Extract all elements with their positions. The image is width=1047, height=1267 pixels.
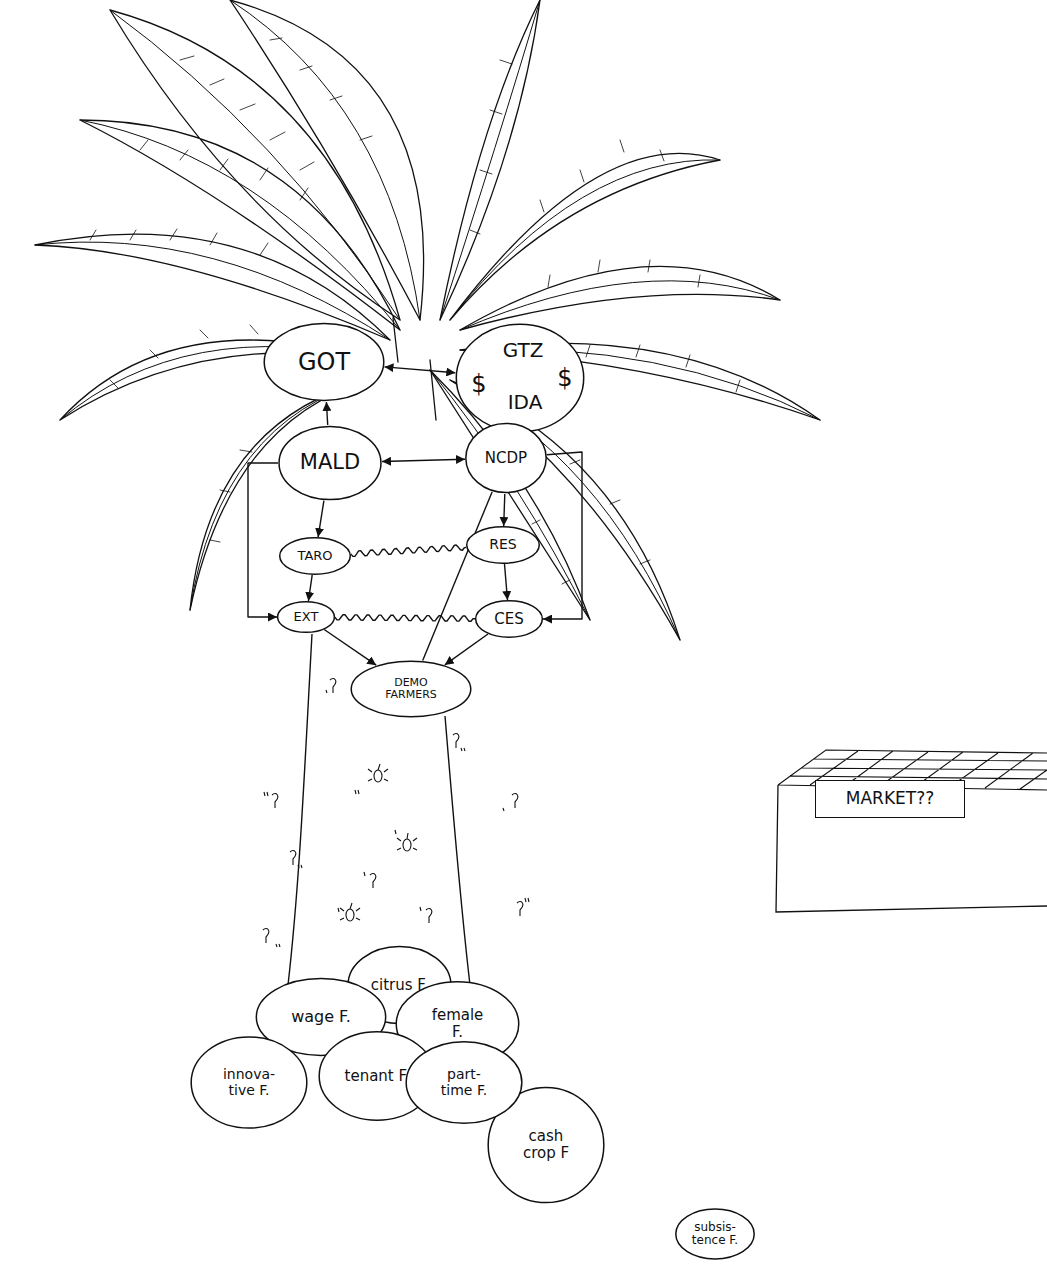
node-text-area: CES — [475, 600, 543, 638]
donor-node: GTZ $ IDA $ — [455, 322, 585, 434]
node-text-area: DEMO FARMERS — [350, 660, 472, 718]
farmer-coconut: innova- tive F. — [190, 1035, 308, 1130]
node-text-area: TARO — [279, 537, 351, 575]
palm-fronds — [35, 0, 820, 640]
node-text-area: EXT — [277, 601, 335, 633]
node-label: tenant F. — [345, 1068, 410, 1085]
node-label: MARKET?? — [846, 789, 934, 808]
node-text-area: GTZ $ IDA $ — [455, 322, 585, 434]
oval-shape — [351, 661, 471, 717]
connector-arrow — [504, 494, 505, 526]
connector-arrow — [423, 492, 492, 661]
frond-hatching — [90, 38, 740, 584]
node-label: NCDP — [485, 450, 527, 467]
node-label: innova- tive F. — [214, 1067, 284, 1098]
node-label: $ — [471, 371, 486, 398]
node-label: wage F. — [291, 1008, 351, 1026]
trunk-insects — [263, 679, 529, 947]
node-label: GTZ — [503, 339, 544, 361]
oval-shape — [279, 427, 381, 500]
demo-farmer-node: DEMO FARMERS — [350, 660, 472, 718]
oval-shape — [406, 1042, 522, 1124]
node-label: MALD — [300, 451, 360, 475]
connector-arrow — [385, 367, 456, 373]
node-label: subsis- tence F. — [687, 1221, 743, 1248]
oval-shape — [467, 527, 540, 563]
node-label: cash crop F — [522, 1128, 570, 1162]
node-label: DEMO FARMERS — [371, 677, 451, 702]
connector-arrow — [543, 452, 582, 619]
connector-arrow — [308, 575, 312, 601]
crawling-marks — [263, 679, 529, 947]
connector-arrow — [382, 459, 465, 461]
node-text-area: MARKET?? — [816, 781, 964, 817]
frond-midribs — [35, 0, 820, 640]
oval-shape — [191, 1037, 307, 1128]
institution-node: GOT — [263, 322, 385, 402]
node-text-area: MALD — [278, 425, 382, 501]
extension-node: EXT — [277, 601, 335, 633]
connector-arrow — [248, 463, 278, 617]
oval-shape — [466, 423, 546, 492]
node-text-area: subsis- tence F. — [675, 1208, 755, 1260]
frond-outlines — [35, 0, 820, 640]
node-label: CES — [494, 611, 523, 628]
node-text-area: GOT — [263, 322, 385, 402]
oval-shape — [676, 1209, 754, 1259]
oval-shape — [488, 1087, 604, 1202]
program-node: NCDP — [465, 422, 547, 494]
node-label: TARO — [297, 549, 332, 564]
connector-arrow — [505, 564, 508, 600]
oval-shape — [476, 601, 543, 637]
oval-shape — [264, 324, 384, 401]
oval-shape — [278, 602, 335, 633]
connector-arrow — [445, 634, 488, 665]
beetles — [340, 764, 417, 921]
extension-node: CES — [475, 600, 543, 638]
research-node: RES — [466, 526, 540, 564]
oval-shape — [280, 538, 351, 574]
research-node: TARO — [279, 537, 351, 575]
node-text-area: RES — [466, 526, 540, 564]
connector-arrow — [318, 501, 324, 537]
node-label: female F. — [427, 1007, 489, 1041]
farmer-coconut: subsis- tence F. — [675, 1208, 755, 1260]
node-label: GOT — [298, 349, 350, 376]
farmer-coconut: part- time F. — [405, 1040, 523, 1125]
ministry-node: MALD — [278, 425, 382, 501]
connector-arrow — [326, 402, 327, 425]
node-label: RES — [489, 537, 516, 553]
market-sign: MARKET?? — [815, 780, 965, 818]
market-stall — [776, 750, 1047, 912]
wavy-link — [335, 615, 475, 621]
connector-arrow — [324, 630, 376, 666]
node-text-area: NCDP — [465, 422, 547, 494]
node-label: part- time F. — [431, 1067, 497, 1098]
oval-shape — [456, 324, 583, 432]
node-label: IDA — [508, 391, 543, 413]
wavy-link — [351, 545, 466, 557]
node-text-area: innova- tive F. — [190, 1035, 308, 1130]
node-label: EXT — [294, 610, 319, 625]
node-text-area: part- time F. — [405, 1040, 523, 1125]
palm-trunk — [288, 634, 470, 985]
node-label: $ — [557, 365, 572, 392]
